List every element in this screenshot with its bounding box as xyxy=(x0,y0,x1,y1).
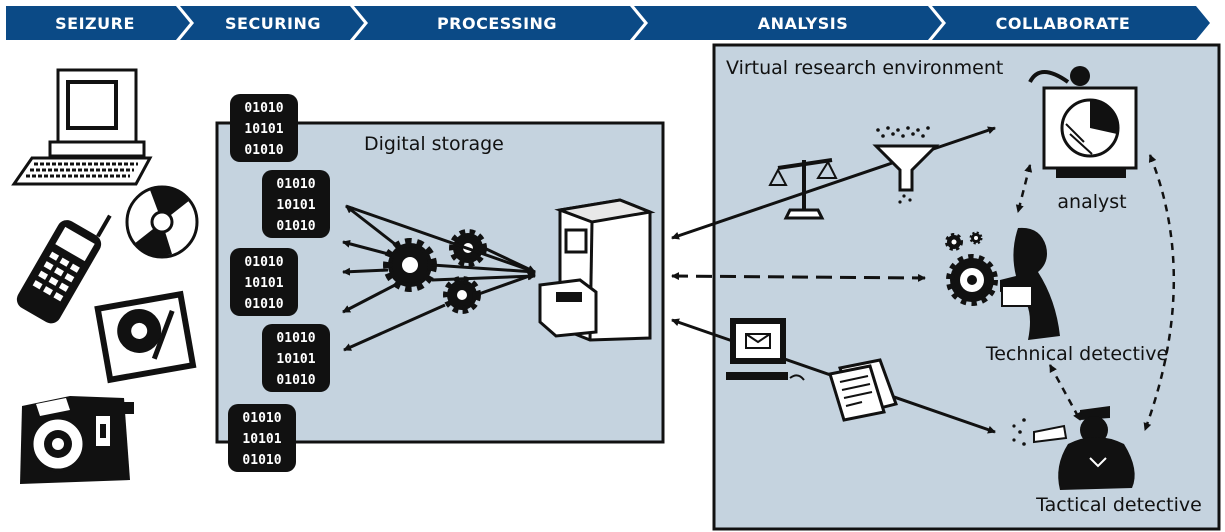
binary-row: 01010 xyxy=(276,177,315,192)
binary-row: 01010 xyxy=(244,255,283,270)
scales-icon xyxy=(768,158,838,220)
stage-analysis xyxy=(634,6,942,40)
cabinet-to-technical-arrow xyxy=(671,272,926,282)
stage-label-seizure: SEIZURE xyxy=(55,14,135,33)
binary-row: 01010 xyxy=(242,453,281,468)
analyst-figure-icon xyxy=(1028,66,1138,178)
camera-icon xyxy=(20,396,134,484)
stage-banner: SEIZURE SECURING PROCESSING ANALYSIS COL… xyxy=(6,6,1210,40)
binary-row: 10101 xyxy=(242,432,281,447)
technical-detective-icon xyxy=(945,227,1060,340)
stage-collaborate xyxy=(932,6,1210,40)
stage-label-processing: PROCESSING xyxy=(437,14,557,33)
computer-icon xyxy=(11,68,153,186)
stage-label-analysis: ANALYSIS xyxy=(758,14,848,33)
digital-storage-label: Digital storage xyxy=(364,133,504,155)
stage-label-securing: SECURING xyxy=(225,14,321,33)
vre-label: Virtual research environment xyxy=(726,57,1003,79)
binary-row: 10101 xyxy=(276,198,315,213)
tactical-detective-icon xyxy=(1012,406,1135,490)
binary-row: 01010 xyxy=(276,219,315,234)
binary-row: 01010 xyxy=(276,331,315,346)
binary-block: 01010 10101 01010 xyxy=(228,404,296,472)
binary-block: 01010 10101 01010 xyxy=(230,94,298,162)
analyst-label: analyst xyxy=(1057,191,1126,213)
tactical-detective-label: Tactical detective xyxy=(1035,494,1202,516)
filing-cabinet-icon xyxy=(538,198,656,342)
stage-label-collaborate: COLLABORATE xyxy=(996,14,1131,33)
funnel-icon xyxy=(872,126,940,204)
documents-icon xyxy=(828,358,898,422)
binary-row: 10101 xyxy=(276,352,315,367)
binary-block: 01010 10101 01010 xyxy=(262,324,330,392)
cabinet-to-analyst-arrow xyxy=(671,126,996,240)
binary-row: 01010 xyxy=(244,297,283,312)
monitor-mail-icon xyxy=(726,318,805,381)
stage-securing xyxy=(180,6,364,40)
technical-detective-label: Technical detective xyxy=(985,343,1168,365)
binary-row: 01010 xyxy=(244,101,283,116)
hard-drive-icon xyxy=(94,290,197,384)
stage-seizure xyxy=(6,6,190,40)
cd-icon xyxy=(125,185,199,259)
binary-row: 10101 xyxy=(244,276,283,291)
dashed-collaboration-arrows xyxy=(1015,154,1176,431)
processing-arrows xyxy=(342,204,536,352)
binary-row: 10101 xyxy=(244,122,283,137)
mobile-phone-icon xyxy=(16,214,112,324)
binary-row: 01010 xyxy=(276,373,315,388)
binary-block: 01010 10101 01010 xyxy=(262,170,330,238)
binary-row: 01010 xyxy=(244,143,283,158)
stage-processing xyxy=(354,6,644,40)
binary-row: 01010 xyxy=(242,411,281,426)
binary-block: 01010 10101 01010 xyxy=(230,248,298,316)
